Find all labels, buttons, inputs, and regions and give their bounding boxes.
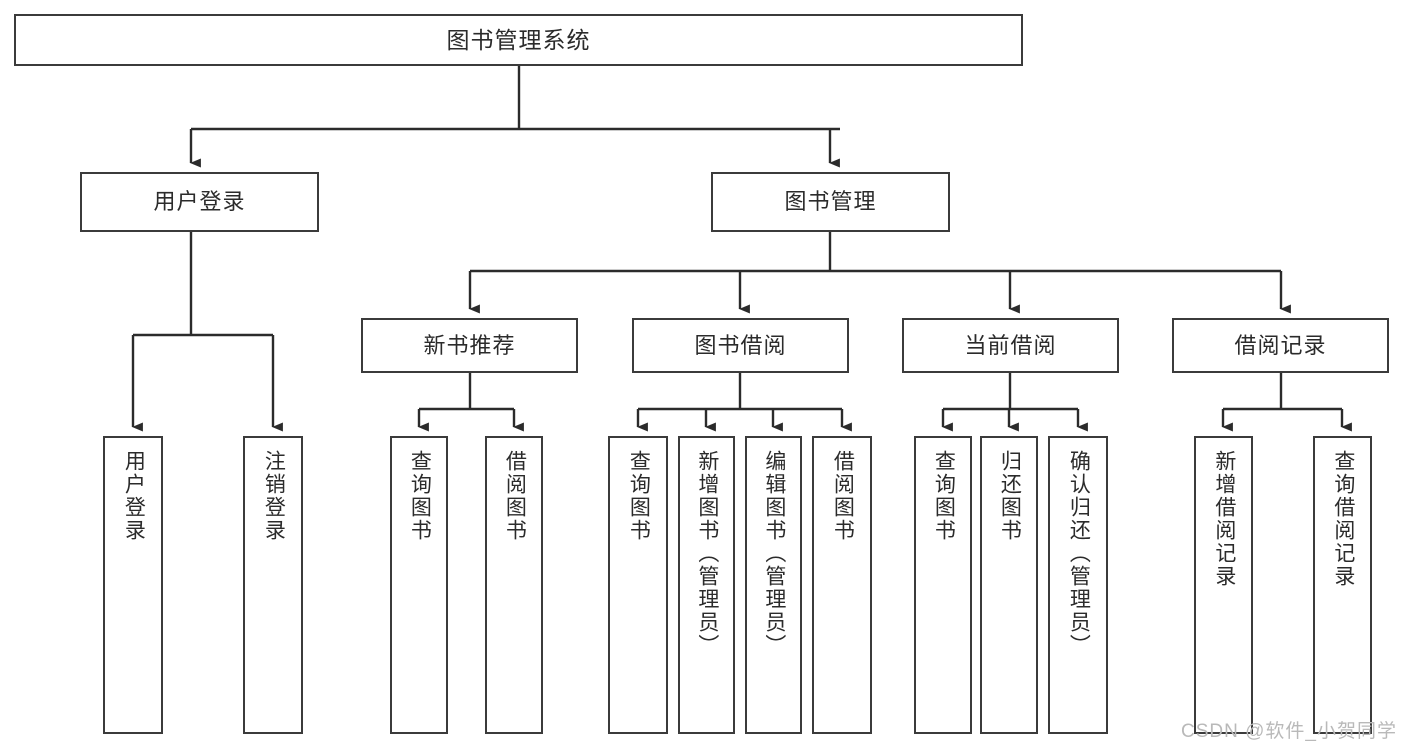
node-leaf-add-book-label: 新增图书（管理员）: [695, 450, 719, 657]
node-book-management-label: 图书管理: [784, 189, 877, 215]
node-leaf-add-record-label: 新增借阅记录: [1212, 450, 1236, 588]
node-book-borrow[interactable]: 图书借阅: [632, 318, 849, 373]
node-new-book-recommend-label: 新书推荐: [423, 332, 516, 358]
node-book-management[interactable]: 图书管理: [711, 172, 950, 232]
node-borrow-record-label: 借阅记录: [1234, 332, 1327, 358]
node-leaf-borrow-book-2-label: 借阅图书: [831, 450, 855, 542]
node-leaf-return-book[interactable]: 归还图书: [980, 436, 1038, 734]
node-leaf-user-login-label: 用户登录: [122, 450, 146, 542]
node-leaf-user-logout-label: 注销登录: [262, 450, 286, 542]
node-leaf-query-book-1[interactable]: 查询图书: [390, 436, 448, 734]
node-user-login-label: 用户登录: [153, 189, 246, 215]
node-root-label: 图书管理系统: [446, 26, 591, 53]
node-leaf-query-book-2-label: 查询图书: [627, 450, 651, 542]
node-leaf-add-book[interactable]: 新增图书（管理员）: [678, 436, 735, 734]
node-borrow-record[interactable]: 借阅记录: [1172, 318, 1389, 373]
node-leaf-return-book-label: 归还图书: [998, 450, 1022, 542]
node-leaf-edit-book[interactable]: 编辑图书（管理员）: [745, 436, 802, 734]
node-leaf-query-book-2[interactable]: 查询图书: [608, 436, 668, 734]
node-leaf-borrow-book-1[interactable]: 借阅图书: [485, 436, 543, 734]
node-leaf-query-record-label: 查询借阅记录: [1331, 450, 1355, 588]
node-leaf-user-logout[interactable]: 注销登录: [243, 436, 303, 734]
node-leaf-borrow-book-1-label: 借阅图书: [503, 450, 527, 542]
node-leaf-query-book-3-label: 查询图书: [932, 450, 956, 542]
node-user-login[interactable]: 用户登录: [80, 172, 319, 232]
node-leaf-query-book-1-label: 查询图书: [408, 450, 432, 542]
node-leaf-query-book-3[interactable]: 查询图书: [914, 436, 972, 734]
node-current-borrow-label: 当前借阅: [964, 332, 1057, 358]
node-leaf-confirm-return-label: 确认归还（管理员）: [1067, 450, 1091, 657]
node-new-book-recommend[interactable]: 新书推荐: [361, 318, 578, 373]
node-current-borrow[interactable]: 当前借阅: [902, 318, 1119, 373]
node-leaf-edit-book-label: 编辑图书（管理员）: [762, 450, 786, 657]
node-book-borrow-label: 图书借阅: [694, 332, 787, 358]
node-leaf-confirm-return[interactable]: 确认归还（管理员）: [1048, 436, 1108, 734]
node-leaf-add-record[interactable]: 新增借阅记录: [1194, 436, 1253, 734]
node-leaf-borrow-book-2[interactable]: 借阅图书: [812, 436, 872, 734]
node-leaf-user-login[interactable]: 用户登录: [103, 436, 163, 734]
node-leaf-query-record[interactable]: 查询借阅记录: [1313, 436, 1372, 734]
node-root[interactable]: 图书管理系统: [14, 14, 1023, 66]
